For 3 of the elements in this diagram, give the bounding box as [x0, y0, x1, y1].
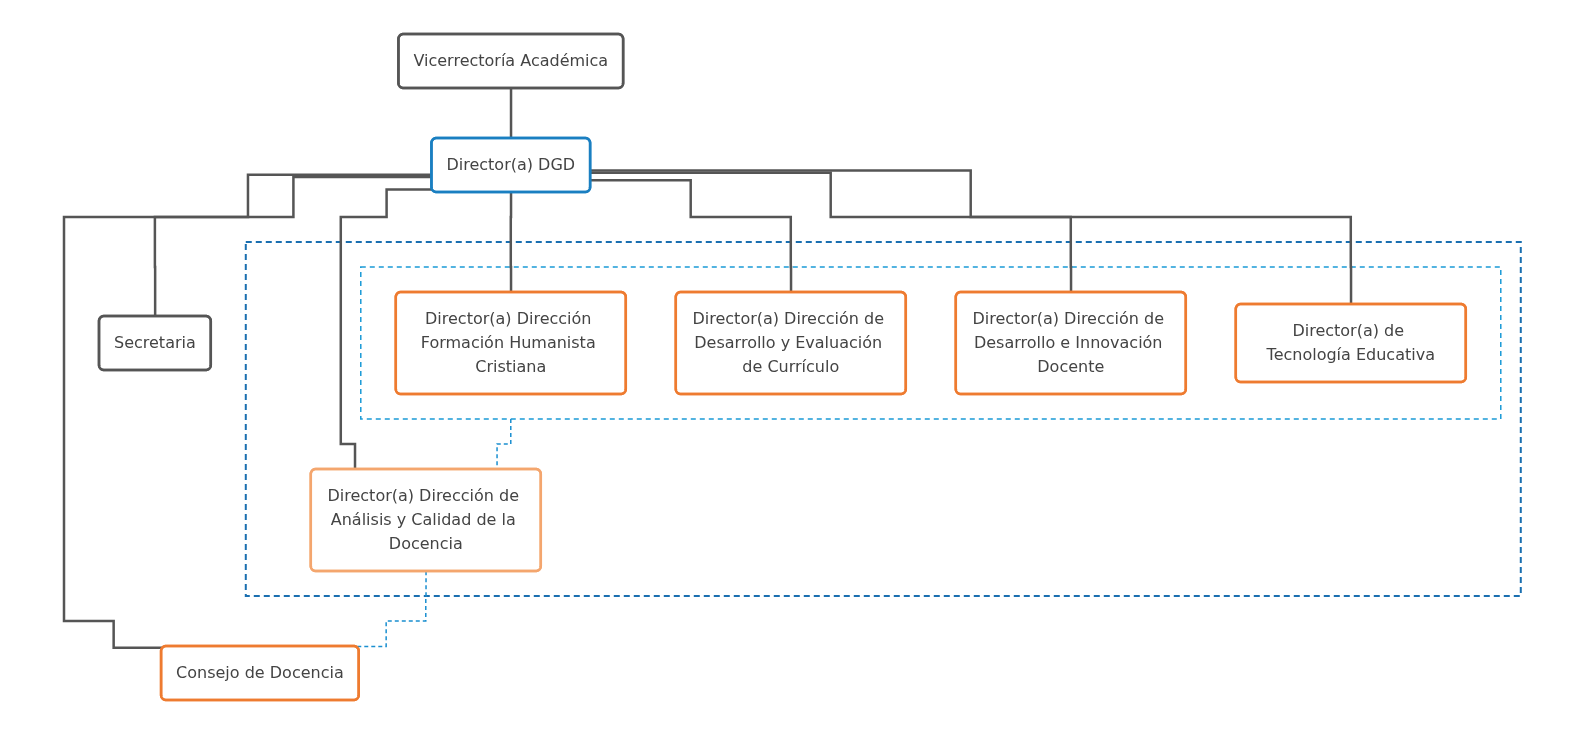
- cluster: [244, 240, 1522, 597]
- connector: [62, 173, 433, 649]
- cluster: [360, 265, 1502, 420]
